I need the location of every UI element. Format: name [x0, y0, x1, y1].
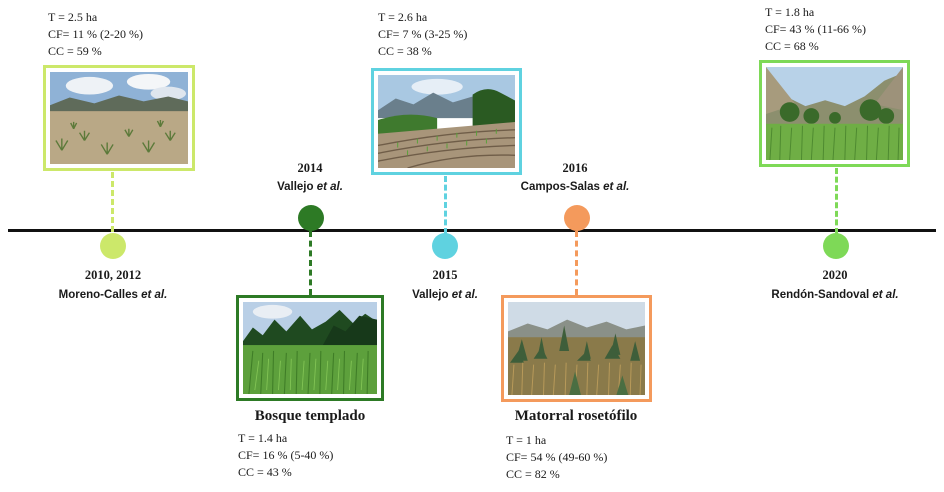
photo-frame-2010 [43, 65, 195, 171]
timeline-marker-2015 [432, 233, 458, 259]
connector-2016 [575, 231, 578, 295]
connector-2020 [835, 168, 838, 234]
connector-2014 [309, 231, 312, 295]
rosette-scrub-photo [508, 302, 645, 395]
furrowed-field-photo [378, 75, 515, 168]
author-label-2015: Vallejo et al. [412, 289, 478, 301]
maize-forest-photo [243, 302, 377, 394]
connector-2015 [444, 176, 447, 234]
stats-2020: T = 1.8 ha CF= 43 % (11-66 %) CC = 68 % [765, 4, 866, 55]
stat-cc: CC = 68 % [765, 39, 819, 53]
photo-frame-2020 [759, 60, 910, 167]
stat-area: T = 1 ha [506, 433, 547, 447]
timeline-marker-2016 [564, 205, 590, 231]
hillside-crop-photo [766, 67, 903, 160]
vegetation-type-2016: Matorral rosetófilo [514, 408, 638, 424]
author-label-2014: Vallejo et al. [277, 181, 343, 193]
year-label-2015: 2015 [432, 268, 458, 282]
vegetation-type-2014: Bosque templado [254, 408, 366, 424]
stats-2015: T = 2.6 ha CF= 7 % (3-25 %) CC = 38 % [378, 9, 467, 60]
stat-area: T = 1.8 ha [765, 5, 815, 19]
stat-area: T = 2.6 ha [378, 10, 428, 24]
stat-cf: CF= 11 % (2-20 %) [48, 27, 143, 41]
author-label-2016: Campos-Salas et al. [520, 181, 630, 193]
stats-2014: T = 1.4 ha CF= 16 % (5-40 %) CC = 43 % [238, 430, 333, 481]
stat-cc: CC = 43 % [238, 465, 292, 479]
timeline-axis [8, 229, 936, 232]
year-label-2016: 2016 [562, 161, 588, 175]
stats-2010: T = 2.5 ha CF= 11 % (2-20 %) CC = 59 % [48, 9, 143, 60]
timeline-marker-2020 [823, 233, 849, 259]
agave-field-photo [50, 72, 188, 164]
stat-area: T = 2.5 ha [48, 10, 98, 24]
stat-cc: CC = 38 % [378, 44, 432, 58]
stat-cf: CF= 16 % (5-40 %) [238, 448, 334, 462]
connector-2010 [111, 172, 114, 232]
stat-area: T = 1.4 ha [238, 431, 288, 445]
stats-2016: T = 1 ha CF= 54 % (49-60 %) CC = 82 % [506, 432, 607, 483]
photo-frame-2015 [371, 68, 522, 175]
author-label-2010: Moreno-Calles et al. [58, 289, 168, 301]
stat-cc: CC = 82 % [506, 467, 560, 481]
stat-cf: CF= 7 % (3-25 %) [378, 27, 468, 41]
timeline-marker-2010 [100, 233, 126, 259]
timeline-marker-2014 [298, 205, 324, 231]
year-label-2010: 2010, 2012 [84, 268, 142, 282]
stat-cc: CC = 59 % [48, 44, 102, 58]
year-label-2020: 2020 [822, 268, 848, 282]
stat-cf: CF= 54 % (49-60 %) [506, 450, 608, 464]
photo-frame-2016 [501, 295, 652, 402]
stat-cf: CF= 43 % (11-66 %) [765, 22, 866, 36]
author-label-2020: Rendón-Sandoval et al. [771, 289, 899, 301]
photo-frame-2014 [236, 295, 384, 401]
year-label-2014: 2014 [297, 161, 323, 175]
